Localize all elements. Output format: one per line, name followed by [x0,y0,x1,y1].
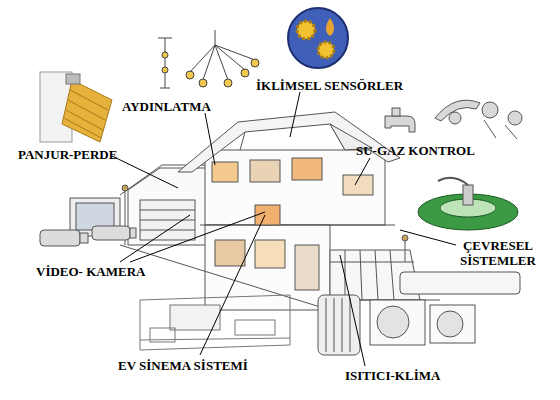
callout-label: VİDEO- KAMERA [36,264,145,279]
callout-label: EV SİNEMA SİSTEMİ [118,358,248,373]
sprinkler-icon [418,178,518,230]
faucet-icon [385,100,522,139]
heater-ac-icon [318,272,520,355]
callout-label: SU-GAZ KONTROL [356,143,475,158]
shutter-icon [40,72,112,142]
callout-label: AYDINLATMA [122,99,211,114]
sensor-icon [288,8,348,68]
camera-icon [40,198,136,246]
leader-lines [112,92,456,366]
callout-label: ISITICI-KLİMA [345,368,440,383]
callout-label: ÇEVRESEL SİSTEMLER [448,238,548,268]
lighting-icon [158,30,259,88]
callout-label: PANJUR-PERDE [18,147,117,162]
callout-label: İKLİMSEL SENSÖRLER [256,78,403,93]
